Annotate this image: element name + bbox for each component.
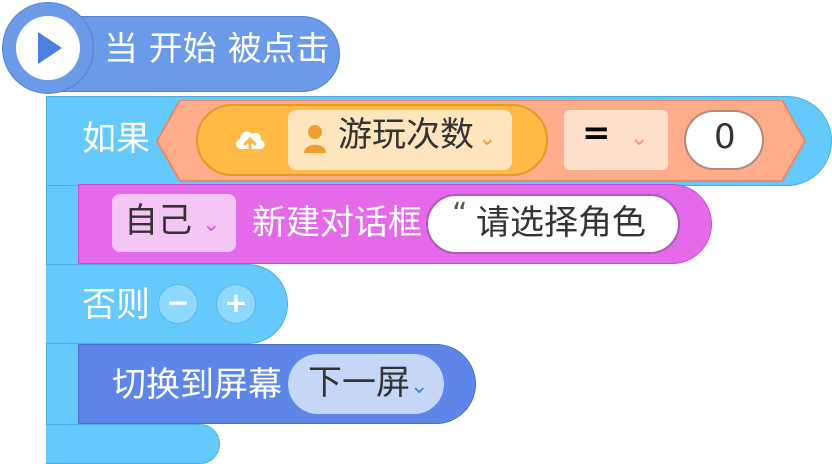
quote-mark: “	[452, 197, 468, 232]
play-icon	[38, 32, 62, 64]
if-label: 如果	[82, 119, 150, 159]
if-block-footer[interactable]	[46, 424, 220, 464]
dialog-text-input[interactable]	[426, 194, 680, 254]
remove-else-button[interactable]: −	[158, 284, 198, 324]
operator-dropdown[interactable]	[564, 110, 668, 170]
dialog-text: 请选择角色	[476, 203, 646, 243]
chevron-down-icon: ⌄	[202, 212, 221, 237]
cloud-upload-icon	[232, 122, 268, 158]
add-else-button[interactable]: +	[216, 284, 256, 324]
event-label: 当 开始 被点击	[104, 32, 330, 66]
new-dialog-label: 新建对话框	[252, 203, 422, 243]
target-text: 自己	[124, 201, 192, 241]
else-label: 否则	[82, 285, 150, 325]
chevron-down-icon: ⌄	[630, 126, 649, 151]
switch-screen-label: 切换到屏幕	[112, 365, 282, 405]
screen-name: 下一屏	[308, 363, 410, 403]
operator-symbol: =	[582, 113, 611, 153]
value-input[interactable]	[684, 110, 764, 170]
variable-name: 游玩次数	[338, 115, 474, 155]
value-text: 0	[714, 117, 736, 157]
chevron-down-icon: ⌄	[478, 126, 497, 151]
variable-dropdown[interactable]	[288, 110, 512, 170]
chevron-down-icon: ⌄	[410, 374, 429, 399]
target-dropdown[interactable]	[112, 194, 236, 252]
screen-dropdown[interactable]	[288, 354, 444, 414]
person-icon	[302, 124, 328, 154]
